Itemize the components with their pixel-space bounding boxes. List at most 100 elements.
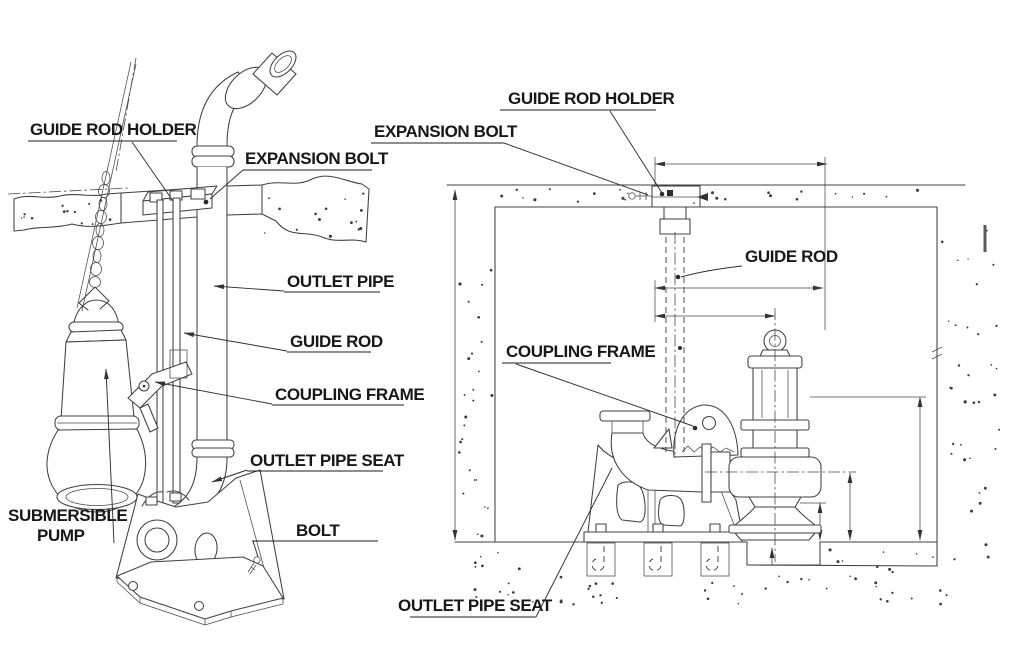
concrete-dot	[966, 326, 969, 329]
concrete-dot	[80, 222, 83, 225]
pit-structure	[446, 184, 987, 567]
anchor-bolts-right	[586, 523, 730, 577]
concrete-dot	[932, 556, 934, 559]
concrete-dot	[882, 551, 885, 553]
concrete-dot	[359, 226, 363, 231]
concrete-dot	[507, 593, 509, 596]
label-coupling-frame-right: COUPLING FRAME	[506, 342, 655, 361]
concrete-dot	[318, 218, 321, 221]
concrete-dot	[800, 577, 803, 581]
concrete-dot	[703, 589, 707, 592]
flow-arrow	[697, 193, 708, 201]
concrete-dot	[475, 595, 478, 599]
label-outlet-pipe-seat-right: OUTLET PIPE SEAT	[398, 596, 553, 615]
concrete-dot	[278, 207, 281, 211]
concrete-dot	[588, 584, 592, 588]
concrete-dot	[978, 492, 981, 494]
concrete-dot	[993, 393, 997, 397]
guide-rod-right	[665, 232, 685, 458]
concrete-dot	[572, 603, 575, 606]
concrete-dot	[473, 561, 477, 565]
label-guide-rod-holder-left: GUIDE ROD HOLDER	[30, 120, 197, 139]
section-installation-view	[446, 157, 987, 577]
concrete-dot	[91, 223, 94, 226]
concrete-dot	[458, 282, 462, 286]
concrete-dot	[463, 424, 466, 427]
concrete-dot	[998, 428, 1001, 431]
concrete-dot	[995, 324, 998, 328]
concrete-dot	[61, 204, 64, 207]
label-submersible-pump-line1: SUBMERSIBLE	[8, 506, 127, 525]
concrete-dot	[939, 589, 942, 592]
concrete-dot	[472, 388, 475, 391]
outlet-pipe-left	[145, 50, 297, 531]
concrete-dot	[834, 192, 837, 195]
concrete-dot	[737, 602, 740, 605]
concrete-dot	[507, 582, 510, 585]
concrete-dot	[268, 197, 270, 200]
concrete-dot	[500, 194, 504, 198]
base-bolt-hole	[127, 580, 139, 592]
concrete-dot	[954, 324, 957, 327]
concrete-dot	[841, 560, 844, 562]
concrete-dot	[474, 565, 477, 568]
concrete-dot	[99, 199, 103, 202]
concrete-dot	[951, 442, 955, 446]
concrete-dot	[487, 507, 489, 509]
concrete-dot	[891, 570, 894, 574]
concrete-dot	[986, 555, 990, 559]
concrete-dot	[359, 208, 363, 212]
concrete-dot	[975, 283, 978, 286]
coupling-claw	[673, 404, 739, 458]
concrete-dot	[711, 191, 714, 195]
concrete-dot	[324, 207, 328, 211]
chain-ring	[89, 276, 101, 288]
claw-wedge	[653, 428, 673, 449]
concrete-dot	[490, 393, 494, 398]
concrete-dot	[619, 189, 621, 191]
guide-rods-left	[156, 197, 181, 504]
pit-floor	[454, 541, 938, 566]
concrete-dot	[854, 577, 858, 581]
concrete-dot	[778, 575, 780, 578]
concrete-dot	[874, 581, 878, 585]
concrete-dot	[891, 591, 894, 595]
concrete-dot	[977, 400, 981, 404]
concrete-dot	[963, 400, 967, 404]
concrete-dot	[939, 602, 942, 606]
concrete-dot	[992, 263, 995, 266]
concrete-dot	[23, 216, 25, 218]
expansion-bolt-point-left	[203, 199, 209, 205]
chain-upper-line	[115, 57, 137, 173]
concrete-dot	[548, 188, 551, 191]
lifting-chain	[76, 57, 137, 312]
concrete-dot	[957, 259, 959, 262]
base-plate-right	[583, 531, 743, 543]
j-bolt	[591, 546, 605, 572]
concrete-dot	[624, 198, 627, 201]
concrete-dot	[473, 479, 476, 481]
concrete-dot	[62, 210, 66, 213]
concrete-dot	[879, 598, 882, 601]
concrete-dot	[949, 386, 952, 389]
label-bolt-left: BOLT	[296, 521, 340, 540]
concrete-dot	[706, 597, 710, 601]
concrete-dot	[587, 587, 590, 590]
concrete-dot	[264, 232, 266, 234]
concrete-dot	[355, 220, 358, 223]
concrete-dot	[910, 597, 913, 600]
concrete-dot	[978, 501, 982, 505]
concrete-dot	[532, 600, 534, 603]
concrete-dot	[876, 565, 879, 569]
concrete-dot	[915, 553, 918, 555]
concrete-dot	[478, 370, 480, 373]
concrete-dot	[733, 585, 735, 587]
concrete-dot	[461, 438, 464, 441]
concrete-dot	[825, 587, 828, 590]
concrete-dot	[30, 217, 34, 220]
concrete-dot	[963, 458, 967, 462]
concrete-dot	[960, 444, 962, 446]
concrete-dot	[611, 582, 614, 585]
concrete-dot	[808, 578, 810, 581]
concrete-dot	[764, 587, 767, 590]
